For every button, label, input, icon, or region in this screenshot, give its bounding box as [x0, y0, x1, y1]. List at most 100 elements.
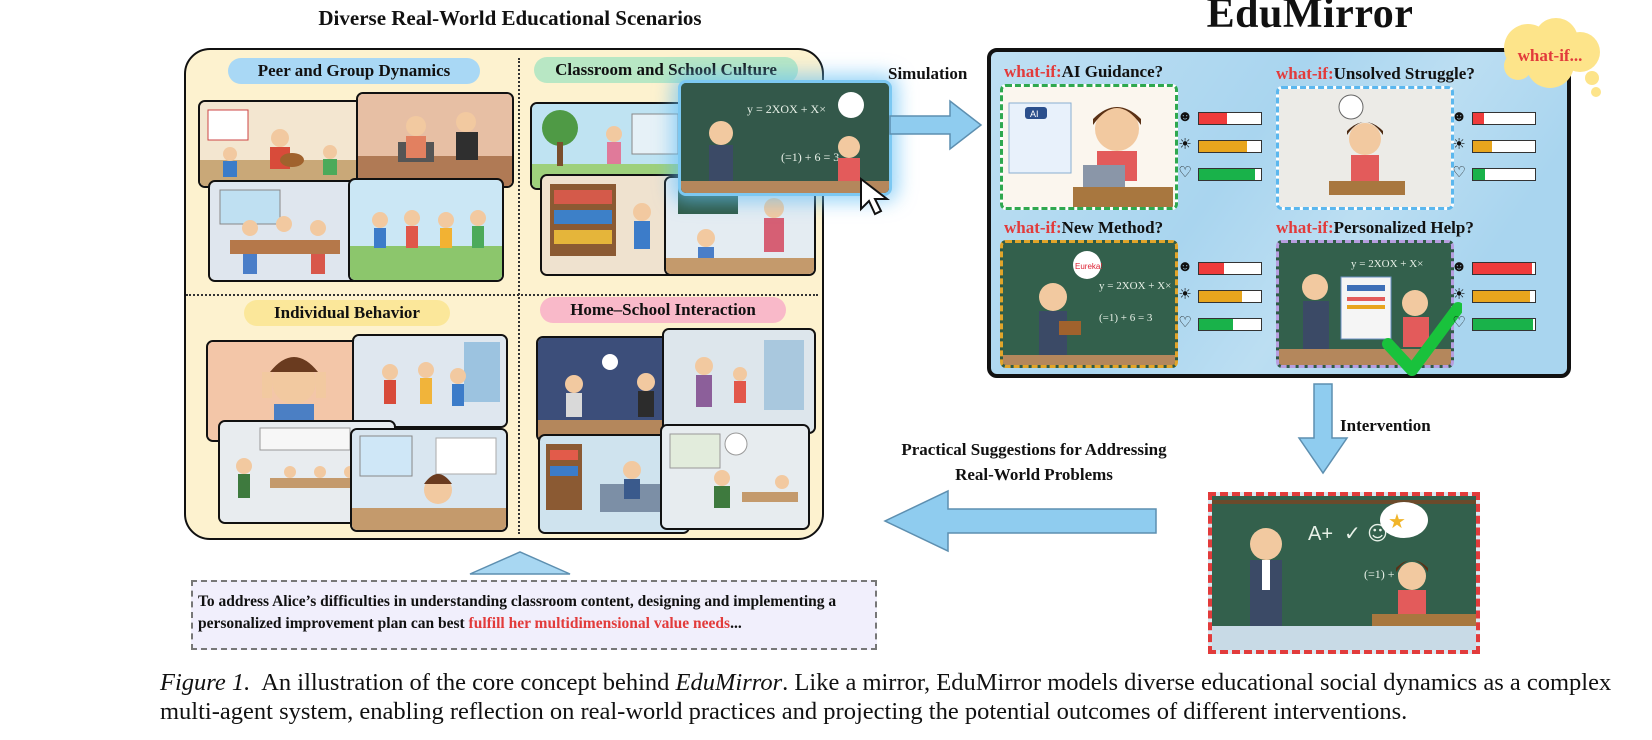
whatif-prefix: what-if: — [1004, 218, 1062, 237]
intervention-label: Intervention — [1340, 416, 1431, 435]
suggestions-label-line2: Real-World Problems — [955, 465, 1113, 484]
scenario-image-personalized-help: y = 2XOX + X× — [1276, 240, 1454, 368]
scenario-image-new-method: y = 2XOX + X× (=1) + 6 = 3 Eureka! — [1000, 240, 1178, 368]
idea-icon: ☀ — [1452, 287, 1466, 303]
illustration-laptop-help — [356, 92, 514, 188]
outcome-bar-fill — [1199, 141, 1248, 152]
idea-icon: ☀ — [1178, 137, 1192, 153]
eureka-bubble-text: Eureka! — [1075, 262, 1103, 271]
outcome-bar — [1198, 262, 1262, 275]
suggestion-text-after: ... — [730, 615, 742, 632]
caption-part2: . Like a mirror, EduMirror models divers… — [160, 669, 1612, 725]
outcome-bar — [1198, 140, 1262, 153]
outcome-bar-fill — [1473, 291, 1531, 302]
outcome-bar-fill — [1473, 263, 1532, 274]
edumirror-title: EduMirror — [1206, 0, 1414, 37]
outcome-bar-fill — [1473, 113, 1485, 124]
intervention-result-scene: A+ ✓ ☺ (=1) + 6 = 3 ★ — [1208, 492, 1480, 654]
outcome-bar-fill — [1473, 141, 1492, 152]
outcome-bar — [1472, 168, 1536, 181]
quadrant-label-individual: Individual Behavior — [244, 300, 450, 326]
whatif-question: Personalized Help? — [1333, 218, 1474, 237]
new-method-board-eq: y = 2XOX + X× — [1099, 280, 1171, 292]
simulation-label: Simulation — [888, 64, 968, 83]
quadrant-label-classroom: Classroom and School Culture — [534, 57, 798, 83]
suggestion-text-before: To address Alice’s difficulties in under… — [198, 593, 837, 632]
quadrant-divider-horizontal — [186, 294, 818, 296]
intervention-arrow — [1296, 382, 1350, 476]
outcome-bar — [1472, 140, 1536, 153]
scenarios-title: Diverse Real-World Educational Scenarios — [318, 6, 702, 30]
suggestions-arrow — [882, 488, 1158, 554]
happy-face-icon: ☻ — [1451, 109, 1467, 125]
whatif-question: AI Guidance? — [1061, 62, 1164, 81]
caption-part1: An illustration of the core concept behi… — [261, 669, 676, 696]
scenario-image-ai-guidance: AI — [1000, 84, 1178, 210]
figure-caption: Figure 1. An illustration of the core co… — [160, 668, 1640, 726]
happy-face-icon: ☻ — [1451, 259, 1467, 275]
svg-text:✓ ☺: ✓ ☺ — [1344, 521, 1388, 545]
illustration-music-group — [198, 100, 368, 188]
result-board-symbols: A+ — [1308, 523, 1333, 545]
outcome-bar-fill — [1199, 169, 1255, 180]
outcome-bar — [1472, 112, 1536, 125]
heart-icon: ♡ — [1178, 315, 1192, 331]
scenario-image-unsolved-struggle — [1276, 86, 1454, 210]
holo-board-eq2: (=1) + 6 = 3 — [781, 150, 839, 164]
whatif-prefix: what-if: — [1276, 218, 1334, 237]
outcome-bar-fill — [1199, 319, 1234, 330]
whatif-label-unsolved-struggle: what-if:Unsolved Struggle? — [1276, 64, 1475, 84]
heart-icon: ♡ — [1452, 165, 1466, 181]
whatif-question: New Method? — [1061, 218, 1164, 237]
suggestion-text: To address Alice’s difficulties in under… — [198, 591, 868, 635]
personalized-board-eq: y = 2XOX + X× — [1351, 258, 1423, 270]
outcome-bar — [1472, 318, 1536, 331]
happy-face-icon: ☻ — [1177, 259, 1193, 275]
illustration-playground — [348, 178, 504, 282]
whatif-prefix: what-if: — [1004, 62, 1062, 81]
up-triangle-pointer — [468, 550, 572, 576]
whatif-question: Unsolved Struggle? — [1333, 64, 1475, 83]
caption-label: Figure 1. — [160, 669, 251, 696]
highlighted-classroom-scene: y = 2XOX + X× (=1) + 6 = 3 — [678, 80, 892, 196]
what-if-cloud-label: what-if... — [1517, 46, 1583, 65]
outcome-bar — [1472, 262, 1536, 275]
checkmark-icon — [1382, 300, 1464, 380]
outcome-bar — [1198, 290, 1262, 303]
outcome-bar-fill — [1199, 113, 1227, 124]
idea-icon: ☀ — [1452, 137, 1466, 153]
suggestions-label-line1: Practical Suggestions for Addressing — [901, 440, 1167, 459]
outcome-bar-fill — [1473, 319, 1534, 330]
simulation-arrow — [888, 98, 984, 152]
quadrant-divider-vertical — [518, 58, 520, 534]
outcome-bar — [1472, 290, 1536, 303]
outcome-bar — [1198, 168, 1262, 181]
quadrant-label-home-school: Home–School Interaction — [540, 297, 786, 323]
cursor-arrow-icon — [858, 176, 892, 216]
caption-italic-name: EduMirror — [675, 669, 783, 696]
illustration-hallway-students — [352, 334, 508, 428]
new-method-board-eq2: (=1) + 6 = 3 — [1099, 312, 1153, 324]
outcome-bar-fill — [1473, 169, 1486, 180]
whatif-label-new-method: what-if:New Method? — [1004, 218, 1163, 238]
illustration-library — [540, 174, 686, 276]
illustration-classroom-board — [660, 424, 810, 530]
whatif-prefix: what-if: — [1276, 64, 1334, 83]
whatif-label-ai-guidance: what-if:AI Guidance? — [1004, 62, 1163, 82]
outcome-bar — [1198, 318, 1262, 331]
outcome-bar-fill — [1199, 291, 1243, 302]
illustration-hallway-parent — [662, 328, 816, 434]
ai-badge-text: AI — [1030, 109, 1039, 119]
whatif-label-personalized-help: what-if:Personalized Help? — [1276, 218, 1474, 238]
holo-board-eq: y = 2XOX + X× — [747, 102, 826, 116]
svg-text:★: ★ — [1388, 509, 1406, 533]
heart-icon: ♡ — [1452, 315, 1466, 331]
illustration-sad-student — [350, 428, 508, 532]
heart-icon: ♡ — [1178, 165, 1192, 181]
suggestion-highlight: fulfill her multidimensional value needs — [468, 615, 731, 632]
outcome-bar — [1198, 112, 1262, 125]
suggestion-box — [191, 580, 877, 650]
quadrant-label-peer: Peer and Group Dynamics — [228, 58, 480, 84]
outcome-bar-fill — [1199, 263, 1224, 274]
happy-face-icon: ☻ — [1177, 109, 1193, 125]
